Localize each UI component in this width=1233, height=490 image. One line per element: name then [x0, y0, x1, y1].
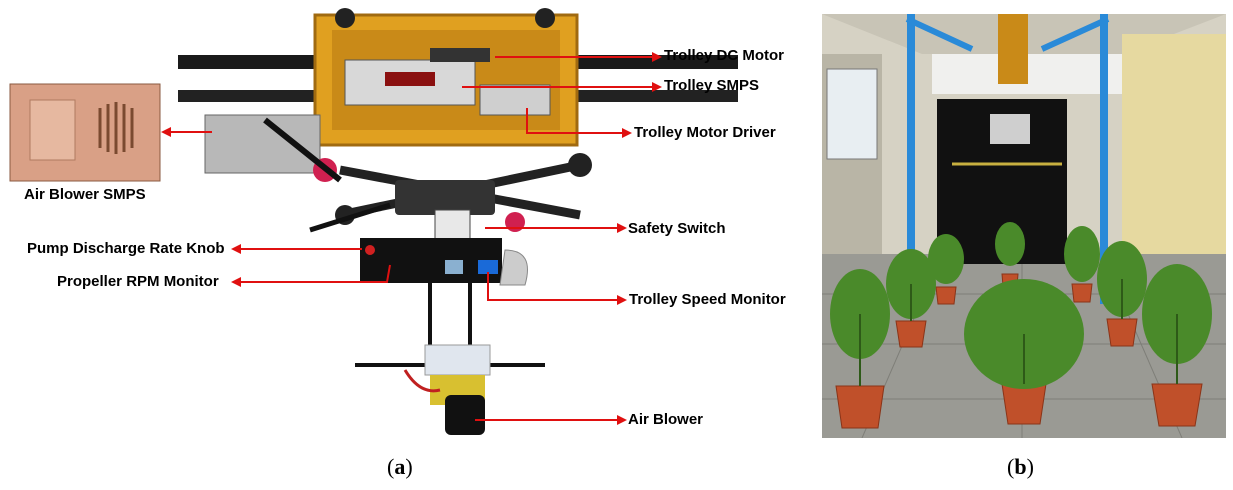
pole-left: [907, 14, 915, 304]
caption-b: (b): [1007, 454, 1034, 479]
arrowheads: [161, 52, 662, 425]
pole-right: [1100, 14, 1108, 304]
blower-smps-plate: [204, 114, 321, 174]
wheel-left: [335, 8, 355, 28]
label-safety-switch: Safety Switch: [628, 220, 726, 237]
driver-box: [479, 84, 551, 116]
plant-stems: [859, 279, 1178, 386]
smps-display: [385, 72, 435, 86]
dc-motor: [430, 48, 490, 62]
label-air-blower: Air Blower: [628, 411, 704, 428]
wheel-right: [535, 8, 555, 28]
drone-body: [263, 117, 592, 233]
label-trolley-motor-driver: Trolley Motor Driver: [634, 124, 776, 141]
label-pump-discharge-rate-knob: Pump Discharge Rate Knob: [27, 240, 225, 257]
label-trolley-speed-monitor: Trolley Speed Monitor: [629, 291, 786, 308]
trolley-small: [998, 14, 1028, 84]
panel-a-hardware-photo: Trolley DC Motor Trolley SMPS Trolley Mo…: [9, 8, 786, 479]
sprayer-photo-illustration: [9, 8, 738, 435]
plant-pots: [835, 273, 1203, 429]
tank: [499, 249, 528, 286]
label-trolley-dc-motor: Trolley DC Motor: [664, 47, 785, 64]
label-propeller-rpm-monitor: Propeller RPM Monitor: [57, 273, 219, 290]
blower-motor: [445, 395, 485, 435]
caption-a: (a): [387, 454, 413, 479]
lower-box: [424, 344, 491, 376]
sprayer-small: [990, 114, 1030, 144]
label-trolley-smps: Trolley SMPS: [664, 77, 760, 94]
panel-b-greenhouse-photo: [822, 14, 1226, 438]
greenhouse-photo-illustration: [822, 14, 1226, 438]
label-air-blower-smps: Air Blower SMPS: [24, 186, 146, 203]
annotation-arrows: [168, 56, 655, 421]
